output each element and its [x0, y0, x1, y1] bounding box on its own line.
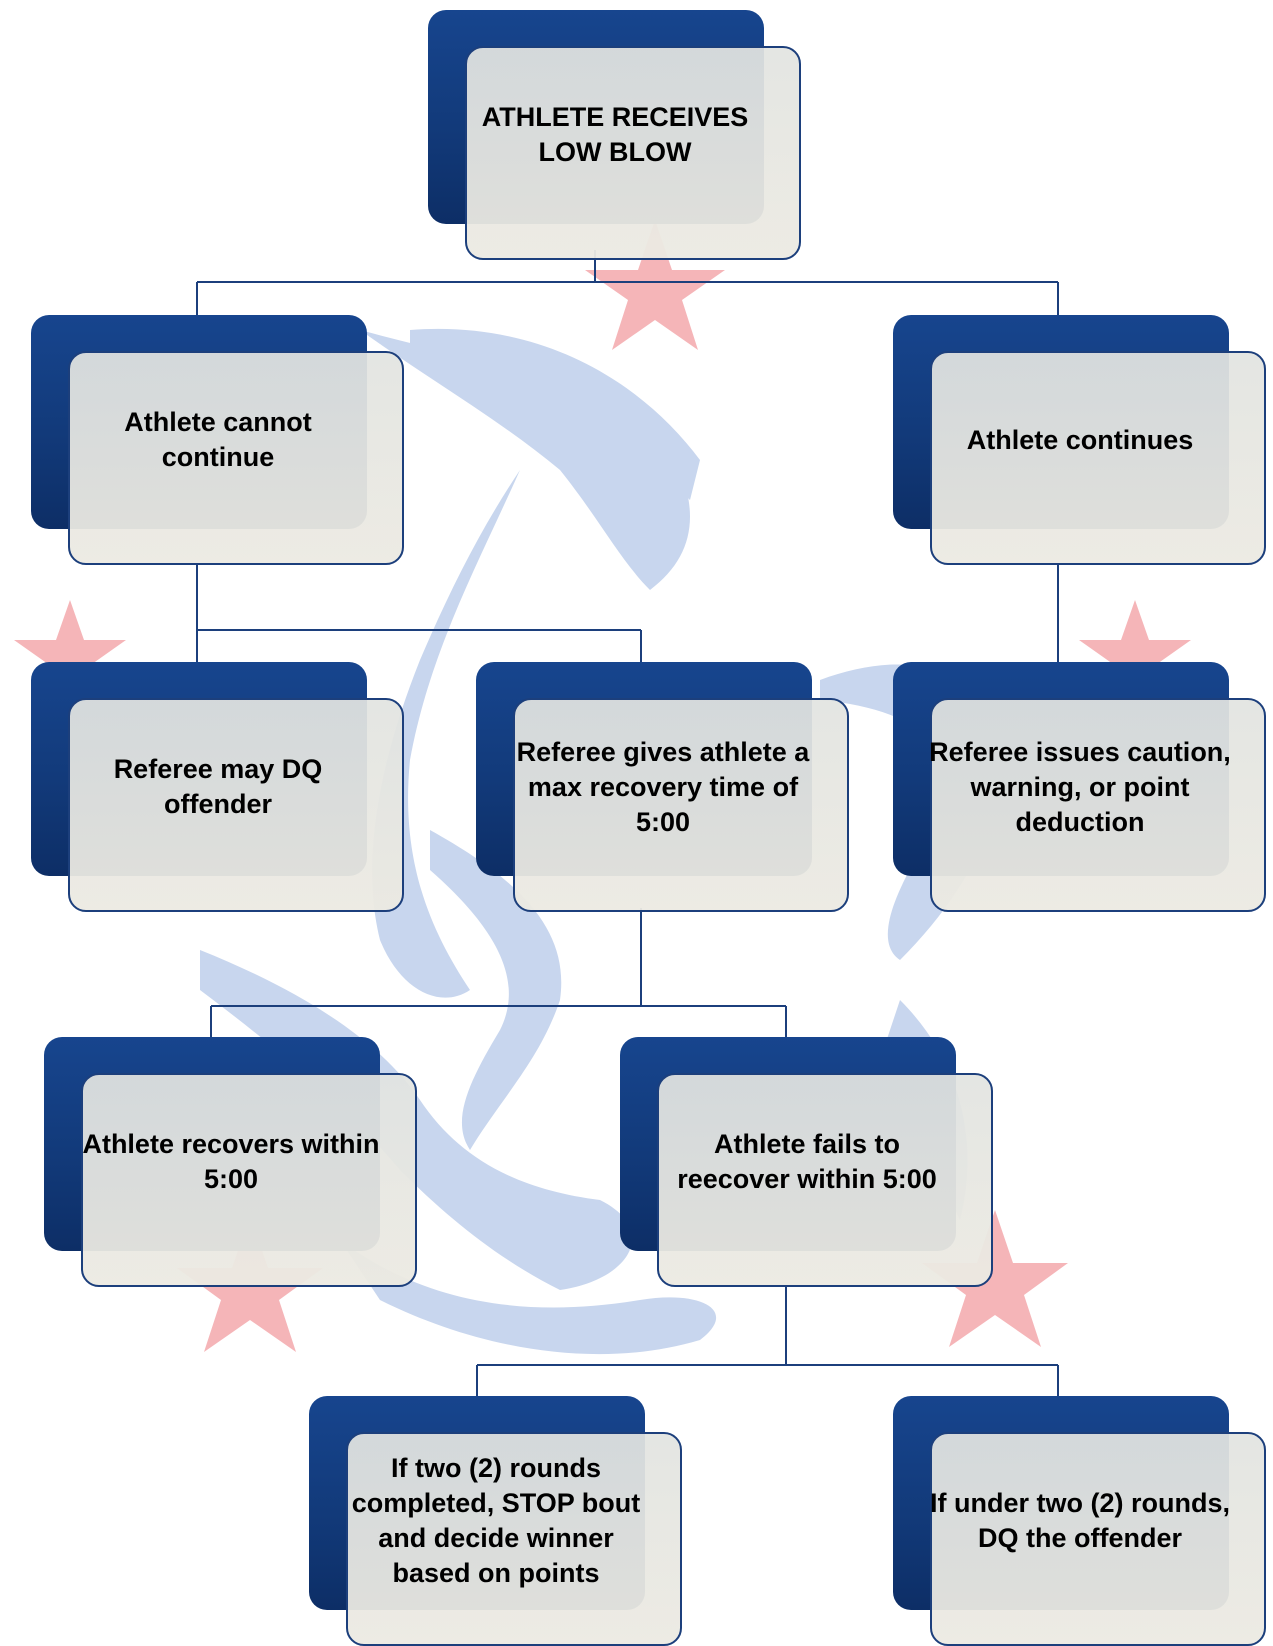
watermark-star-left: [14, 600, 126, 704]
node-label: Referee issues caution, warning, or poin…: [929, 736, 1231, 837]
node-front-panel: ATHLETE RECEIVES LOW BLOW: [465, 46, 801, 260]
node-label: Referee may DQ offender: [113, 754, 323, 819]
connector-cannot-continue: [196, 565, 642, 698]
node-label: Athlete fails to reecover within 5:00: [677, 1129, 937, 1194]
node-front-panel: Athlete cannot continue: [68, 351, 404, 565]
node-front-panel: If under two (2) rounds, DQ the offender: [930, 1432, 1266, 1646]
node-label: If under two (2) rounds, DQ the offender: [930, 1488, 1230, 1553]
node-front-panel: If two (2) rounds completed, STOP bout a…: [346, 1432, 682, 1646]
node-label: Athlete continues: [966, 424, 1194, 455]
watermark-star-bottom-right: [922, 1210, 1068, 1347]
watermark-body-left: [372, 470, 520, 998]
node-label: ATHLETE RECEIVES LOW BLOW: [481, 102, 749, 167]
node-front-panel: Referee may DQ offender: [68, 698, 404, 912]
node-front-panel: Athlete fails to reecover within 5:00: [657, 1073, 993, 1287]
connector-fails: [476, 1285, 1059, 1432]
node-label: Referee gives athlete a max recovery tim…: [516, 736, 810, 837]
node-label: If two (2) rounds completed, STOP bout a…: [351, 1453, 641, 1588]
connector-recovery: [210, 908, 787, 1072]
node-label: Athlete cannot continue: [124, 407, 312, 472]
node-front-panel: Referee gives athlete a max recovery tim…: [513, 698, 849, 912]
node-front-panel: Athlete recovers within 5:00: [81, 1073, 417, 1287]
watermark-star-right: [1079, 600, 1191, 704]
node-label: Athlete recovers within 5:00: [82, 1129, 380, 1194]
watermark-head: [410, 328, 700, 500]
node-front-panel: Athlete continues: [930, 351, 1266, 565]
node-front-panel: Referee issues caution, warning, or poin…: [929, 698, 1266, 912]
watermark-swoosh-top: [360, 330, 690, 590]
watermark-swoosh-bottom: [340, 1240, 717, 1355]
connector-root: [196, 250, 1059, 338]
watermark-star-top: [585, 220, 725, 350]
